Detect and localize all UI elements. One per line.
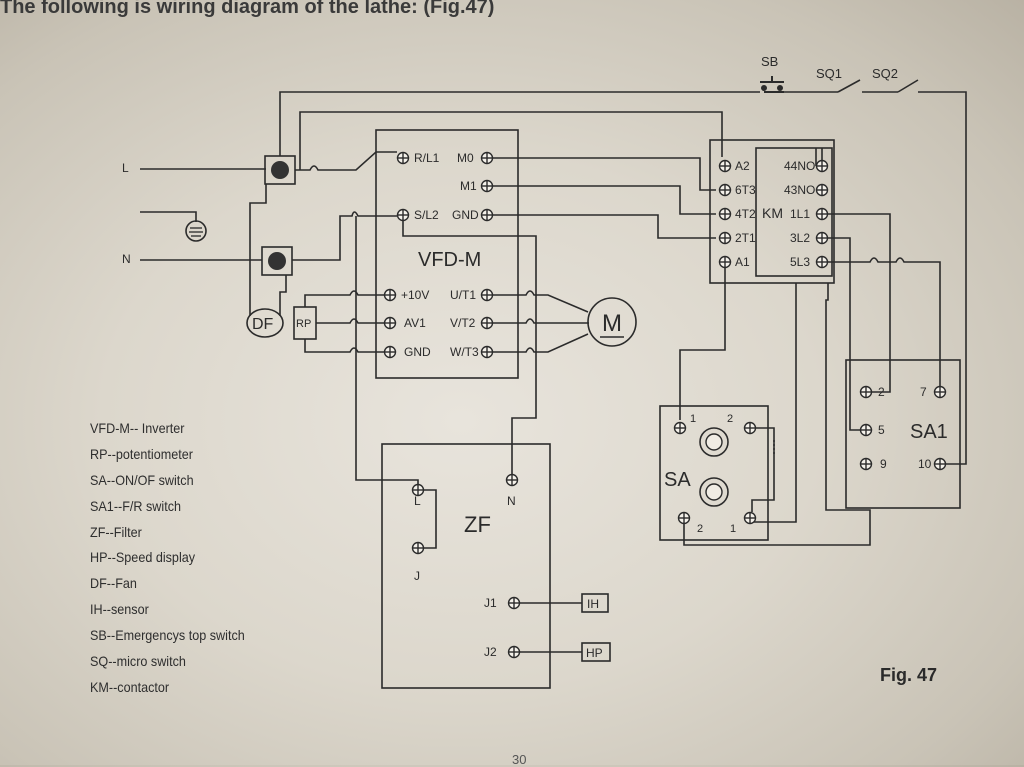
- vfd-terminal-gnd-bottom: GND: [404, 345, 431, 359]
- sq2-label: SQ2: [872, 66, 898, 81]
- km-terminal-a2: A2: [735, 159, 750, 173]
- vfd-terminal-m1: M1: [460, 179, 477, 193]
- legend-item-hp: HP--Speed display: [90, 549, 196, 566]
- legend-item-zf: ZF--Filter: [90, 523, 142, 540]
- vfd-terminal-10v: +10V: [401, 288, 429, 302]
- sa-label-1-bottom: 1: [730, 523, 736, 535]
- fan-df: DF: [246, 308, 284, 338]
- vfd-terminal-wt3: W/T3: [450, 345, 479, 359]
- vfd-terminal-ut1: U/T1: [450, 288, 476, 302]
- km-terminal-2t1: 2T1: [735, 231, 756, 245]
- vfd-terminal-av1: AV1: [404, 316, 426, 330]
- km-terminal-5l3: 5L3: [790, 255, 810, 269]
- vfd-terminal-gnd-top: GND: [452, 208, 479, 222]
- sa-label-2-bottom: 2: [697, 523, 703, 535]
- zf-filter: L N ZF J J1 J2: [381, 443, 551, 689]
- km-terminal-6t3: 6T3: [735, 183, 756, 197]
- sa1-label-10: 10: [918, 457, 932, 471]
- km-terminal-1l1: 1L1: [790, 207, 810, 221]
- legend: VFD-M-- Inverter RP--potentiometer SA--O…: [90, 416, 245, 701]
- legend-item-ih: IH--sensor: [90, 601, 149, 618]
- hp-speed-display: HP: [581, 642, 611, 662]
- sq1-label: SQ1: [816, 66, 842, 81]
- sq1-micro-switch: SQ1: [816, 66, 861, 93]
- ih-label: IH: [587, 597, 599, 611]
- sa1-label-9: 9: [880, 457, 887, 471]
- sa1-label-5: 5: [878, 423, 885, 437]
- input-l-terminal-block: [264, 155, 296, 185]
- sa1-name: SA1: [910, 421, 948, 443]
- sa-label-1-top: 1: [690, 413, 696, 425]
- zf-terminal-l: L: [414, 494, 421, 508]
- legend-item-df: DF--Fan: [90, 575, 137, 592]
- km-name: KM: [762, 205, 783, 221]
- fan-label: DF: [252, 316, 274, 333]
- zf-terminal-j: J: [414, 569, 420, 583]
- potentiometer-rp: RP: [293, 306, 317, 340]
- legend-item-rp: RP--potentiometer: [90, 445, 193, 462]
- sa-label-2-top: 2: [727, 413, 733, 425]
- km-terminal-43no: 43NO: [784, 183, 815, 197]
- contactor-km: A2 6T3 4T2 2T1 A1 KM 44NO 43NO 1L1 3L2 5…: [709, 139, 835, 284]
- zf-terminal-j2: J2: [484, 645, 497, 659]
- page-title: The following is wiring diagram of the l…: [0, 0, 495, 18]
- sb-label: SB: [761, 54, 778, 69]
- vfd-inverter: VFD-M R/L1 S/L2 M0 M1 GND +10V AV1 GND U…: [375, 129, 519, 379]
- sa1-forward-reverse-switch: 2 7 5 SA1 9 10: [845, 359, 961, 509]
- sq2-micro-switch: SQ2: [872, 66, 919, 93]
- vfd-terminal-sl2: S/L2: [414, 208, 439, 222]
- legend-item-sa1: SA1--F/R switch: [90, 497, 182, 514]
- motor-label: M: [602, 310, 622, 337]
- sa1-label-7: 7: [920, 385, 927, 399]
- vfd-name: VFD-M: [418, 249, 481, 271]
- vfd-terminal-vt2: V/T2: [450, 316, 476, 330]
- km-terminal-44no: 44NO: [784, 159, 815, 173]
- legend-item-sb: SB--Emergencys top switch: [90, 627, 245, 644]
- legend-item-sq: SQ--micro switch: [90, 653, 186, 670]
- zf-terminal-j1: J1: [484, 596, 497, 610]
- ih-sensor: IH: [581, 593, 609, 613]
- sb-emergency-stop-switch: SB: [760, 54, 784, 93]
- figure-caption: Fig. 47: [880, 665, 938, 685]
- sa-on-off-switch: 1 2 SA 2 1: [659, 405, 769, 541]
- zf-name: ZF: [464, 512, 491, 537]
- legend-item-km: KM--contactor: [90, 678, 170, 695]
- km-terminal-4t2: 4T2: [735, 207, 756, 221]
- zf-terminal-n: N: [507, 494, 516, 508]
- potentiometer-label: RP: [296, 318, 311, 330]
- motor: M: [587, 297, 637, 347]
- km-terminal-a1: A1: [735, 255, 750, 269]
- hp-label: HP: [586, 646, 603, 660]
- sa-name: SA: [664, 469, 691, 491]
- input-l-label: L: [122, 161, 129, 175]
- page-number: 30: [512, 752, 527, 767]
- input-n-label: N: [122, 252, 131, 266]
- vfd-terminal-m0: M0: [457, 151, 474, 165]
- earth-ground-icon: [140, 211, 207, 242]
- vfd-terminal-rl1: R/L1: [414, 151, 440, 165]
- km-terminal-3l2: 3L2: [790, 231, 810, 245]
- legend-item-sa: SA--ON/OF switch: [90, 471, 194, 488]
- input-n-terminal-block: [261, 246, 293, 276]
- legend-item-vfd: VFD-M-- Inverter: [90, 420, 185, 436]
- sa1-label-2: 2: [878, 385, 885, 399]
